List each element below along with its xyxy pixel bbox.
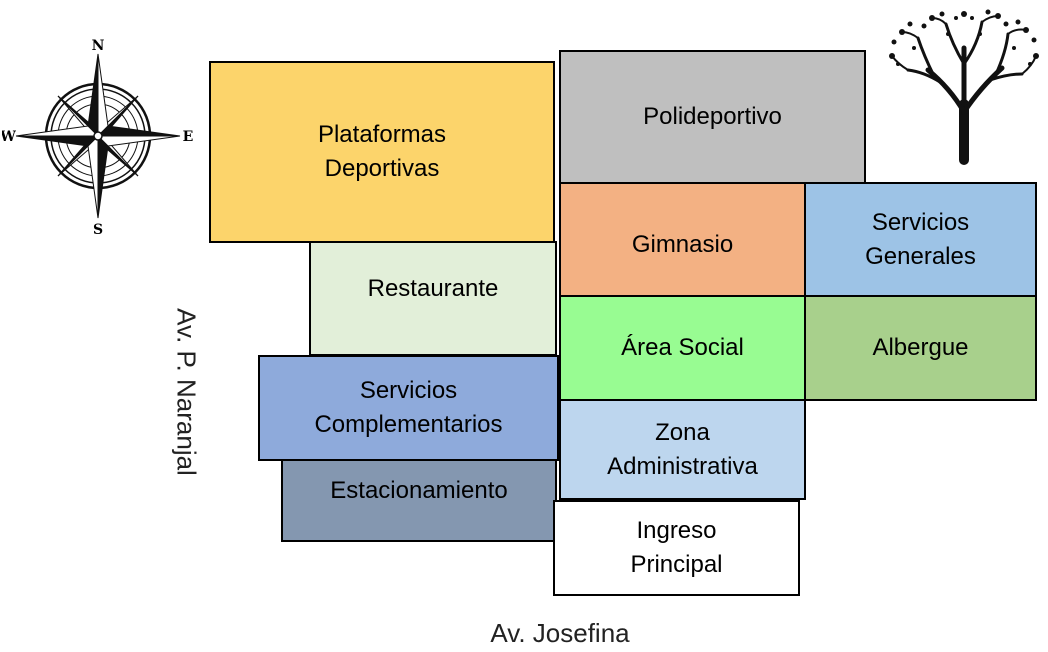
- zone-servicios-generales: Servicios Generales: [804, 182, 1037, 297]
- zone-area-social: Área Social: [559, 295, 806, 401]
- tree-icon: [889, 9, 1039, 165]
- zone-gimnasio: Gimnasio: [559, 182, 806, 297]
- zone-zona-administrativa: Zona Administrativa: [559, 399, 806, 500]
- zone-servicios-complementarios: Servicios Complementarios: [258, 355, 559, 461]
- zone-restaurante: Restaurante: [309, 241, 557, 356]
- compass-south-label: S: [93, 222, 103, 236]
- compass-rose-icon: N S E W: [2, 38, 194, 236]
- zone-albergue: Albergue: [804, 295, 1037, 401]
- compass-north-label: N: [92, 38, 105, 54]
- compass-east-label: E: [183, 129, 194, 145]
- zone-estacionamiento: Estacionamiento: [281, 459, 557, 542]
- zone-ingreso-principal: Ingreso Principal: [553, 500, 800, 596]
- compass-west-label: W: [2, 129, 16, 145]
- zone-plataformas-deportivas: Plataformas Deportivas: [209, 61, 555, 243]
- street-label-left: Av. P. Naranjal: [171, 308, 202, 476]
- street-label-bottom: Av. Josefina: [490, 618, 630, 648]
- zone-polideportivo: Polideportivo: [559, 50, 866, 184]
